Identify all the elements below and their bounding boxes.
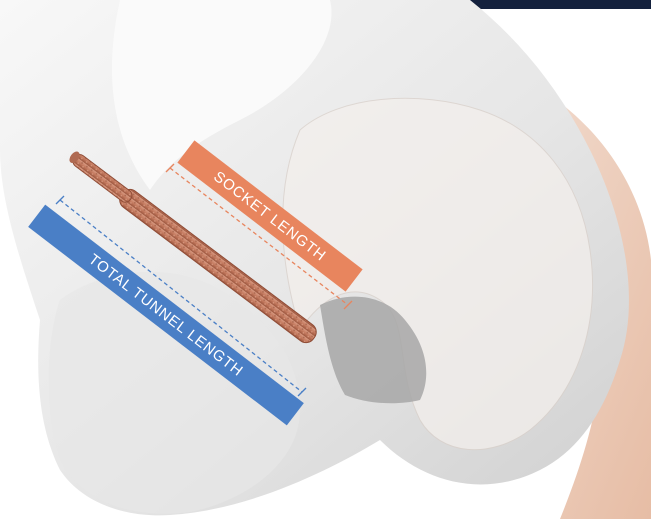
anatomy-illustration: SOCKET LENGTH TOTAL TUNNEL LENGTH	[0, 0, 651, 519]
knee-diagram: SOCKET LENGTH TOTAL TUNNEL LENGTH	[0, 0, 651, 519]
